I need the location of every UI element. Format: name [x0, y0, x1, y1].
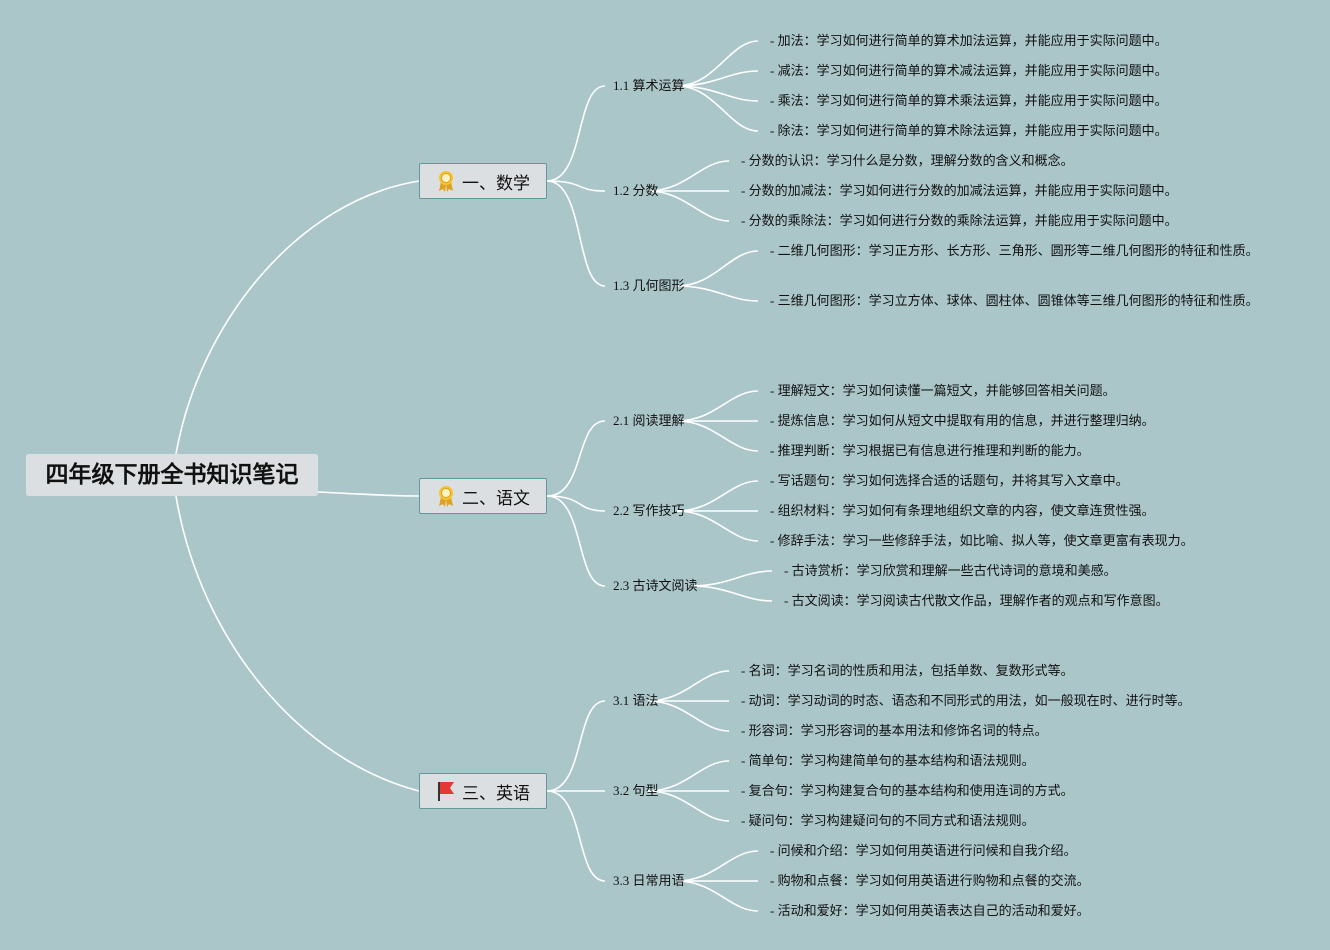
branch-2-link-sub-2 [546, 495, 606, 512]
sub-node-3-2[interactable]: 3.2 句型 [613, 783, 659, 798]
award-ribbon-icon [436, 485, 456, 507]
leaf-note[interactable]: - 古文阅读：学习阅读古代散文作品，理解作者的观点和写作意图。 [784, 593, 1169, 608]
sub-3-2-link-leaf-1 [647, 760, 730, 792]
sub-1-1-link-leaf-4 [676, 85, 759, 132]
leaf-note[interactable]: - 组织材料：学习如何有条理地组织文章的内容，使文章连贯性强。 [770, 503, 1155, 518]
red-flag-icon [436, 780, 456, 802]
leaf-note[interactable]: - 三维几何图形：学习立方体、球体、圆柱体、圆锥体等三维几何图形的特征和性质。 [770, 293, 1259, 308]
branch-node-2[interactable]: 二、语文 [419, 478, 547, 514]
sub-2-3-link-leaf-1 [690, 570, 773, 587]
branch-label: 一、数学 [462, 173, 530, 194]
leaf-note[interactable]: - 古诗赏析：学习欣赏和理解一些古代诗词的意境和美感。 [784, 563, 1117, 578]
branch-3-link-sub-3 [546, 790, 606, 882]
leaf-note[interactable]: - 修辞手法：学习一些修辞手法，如比喻、拟人等，使文章更富有表现力。 [770, 533, 1194, 548]
root-link-branch-3 [175, 495, 420, 792]
leaf-note[interactable]: - 活动和爱好：学习如何用英语表达自己的活动和爱好。 [770, 903, 1090, 918]
sub-2-2-link-leaf-3 [676, 510, 759, 542]
root-title[interactable]: 四年级下册全书知识笔记 [26, 454, 318, 496]
sub-node-1-2[interactable]: 1.2 分数 [613, 183, 659, 198]
leaf-note[interactable]: - 减法：学习如何进行简单的算术减法运算，并能应用于实际问题中。 [770, 63, 1168, 78]
root-link-branch-1 [175, 180, 420, 455]
sub-1-2-link-leaf-1 [647, 160, 730, 192]
sub-1-3-link-leaf-2 [676, 285, 759, 302]
leaf-note[interactable]: - 除法：学习如何进行简单的算术除法运算，并能应用于实际问题中。 [770, 123, 1168, 138]
sub-3-1-link-leaf-3 [647, 700, 730, 732]
sub-3-2-link-leaf-3 [647, 790, 730, 822]
sub-2-1-link-leaf-3 [676, 420, 759, 452]
leaf-note[interactable]: - 二维几何图形：学习正方形、长方形、三角形、圆形等二维几何图形的特征和性质。 [770, 243, 1259, 258]
sub-3-3-link-leaf-1 [676, 850, 759, 882]
sub-1-1-link-leaf-2 [676, 70, 759, 87]
sub-2-2-link-leaf-1 [676, 480, 759, 512]
branch-1-link-sub-1 [546, 85, 606, 182]
branch-label: 二、语文 [462, 488, 530, 509]
root-link-branch-2 [317, 491, 420, 497]
sub-node-2-1[interactable]: 2.1 阅读理解 [613, 413, 685, 428]
sub-1-1-link-leaf-3 [676, 85, 759, 102]
leaf-note[interactable]: - 加法：学习如何进行简单的算术加法运算，并能应用于实际问题中。 [770, 33, 1168, 48]
branch-1-link-sub-2 [546, 180, 606, 192]
leaf-note[interactable]: - 提炼信息：学习如何从短文中提取有用的信息，并进行整理归纳。 [770, 413, 1155, 428]
sub-3-3-link-leaf-3 [676, 880, 759, 912]
award-ribbon-icon [436, 170, 456, 192]
leaf-note[interactable]: - 乘法：学习如何进行简单的算术乘法运算，并能应用于实际问题中。 [770, 93, 1168, 108]
branch-3-link-sub-1 [546, 700, 606, 792]
leaf-note[interactable]: - 理解短文：学习如何读懂一篇短文，并能够回答相关问题。 [770, 383, 1116, 398]
sub-2-3-link-leaf-2 [690, 585, 773, 602]
sub-1-1-link-leaf-1 [676, 40, 759, 87]
leaf-note[interactable]: - 购物和点餐：学习如何用英语进行购物和点餐的交流。 [770, 873, 1090, 888]
branch-label: 三、英语 [462, 783, 530, 804]
leaf-note[interactable]: - 形容词：学习形容词的基本用法和修饰名词的特点。 [741, 723, 1048, 738]
leaf-note[interactable]: - 写话题句：学习如何选择合适的话题句，并将其写入文章中。 [770, 473, 1129, 488]
sub-node-2-3[interactable]: 2.3 古诗文阅读 [613, 578, 698, 593]
leaf-note[interactable]: - 分数的乘除法：学习如何进行分数的乘除法运算，并能应用于实际问题中。 [741, 213, 1178, 228]
leaf-note[interactable]: - 复合句：学习构建复合句的基本结构和使用连词的方式。 [741, 783, 1074, 798]
sub-node-3-3[interactable]: 3.3 日常用语 [613, 873, 685, 888]
sub-1-2-link-leaf-3 [647, 190, 730, 222]
leaf-note[interactable]: - 疑问句：学习构建疑问句的不同方式和语法规则。 [741, 813, 1035, 828]
leaf-note[interactable]: - 名词：学习名词的性质和用法，包括单数、复数形式等。 [741, 663, 1074, 678]
leaf-note[interactable]: - 推理判断：学习根据已有信息进行推理和判断的能力。 [770, 443, 1090, 458]
sub-1-3-link-leaf-1 [676, 250, 759, 287]
branch-1-link-sub-3 [546, 180, 606, 287]
sub-2-1-link-leaf-1 [676, 390, 759, 422]
sub-node-2-2[interactable]: 2.2 写作技巧 [613, 503, 685, 518]
leaf-note[interactable]: - 分数的认识：学习什么是分数，理解分数的含义和概念。 [741, 153, 1074, 168]
leaf-note[interactable]: - 简单句：学习构建简单句的基本结构和语法规则。 [741, 753, 1035, 768]
sub-node-1-1[interactable]: 1.1 算术运算 [613, 78, 685, 93]
sub-node-3-1[interactable]: 3.1 语法 [613, 693, 659, 708]
sub-3-1-link-leaf-1 [647, 670, 730, 702]
branch-2-link-sub-1 [546, 420, 606, 497]
leaf-note[interactable]: - 分数的加减法：学习如何进行分数的加减法运算，并能应用于实际问题中。 [741, 183, 1178, 198]
branch-node-1[interactable]: 一、数学 [419, 163, 547, 199]
leaf-note[interactable]: - 问候和介绍：学习如何用英语进行问候和自我介绍。 [770, 843, 1077, 858]
branch-2-link-sub-3 [546, 495, 606, 587]
branch-node-3[interactable]: 三、英语 [419, 773, 547, 809]
leaf-note[interactable]: - 动词：学习动词的时态、语态和不同形式的用法，如一般现在时、进行时等。 [741, 693, 1191, 708]
sub-node-1-3[interactable]: 1.3 几何图形 [613, 278, 685, 293]
